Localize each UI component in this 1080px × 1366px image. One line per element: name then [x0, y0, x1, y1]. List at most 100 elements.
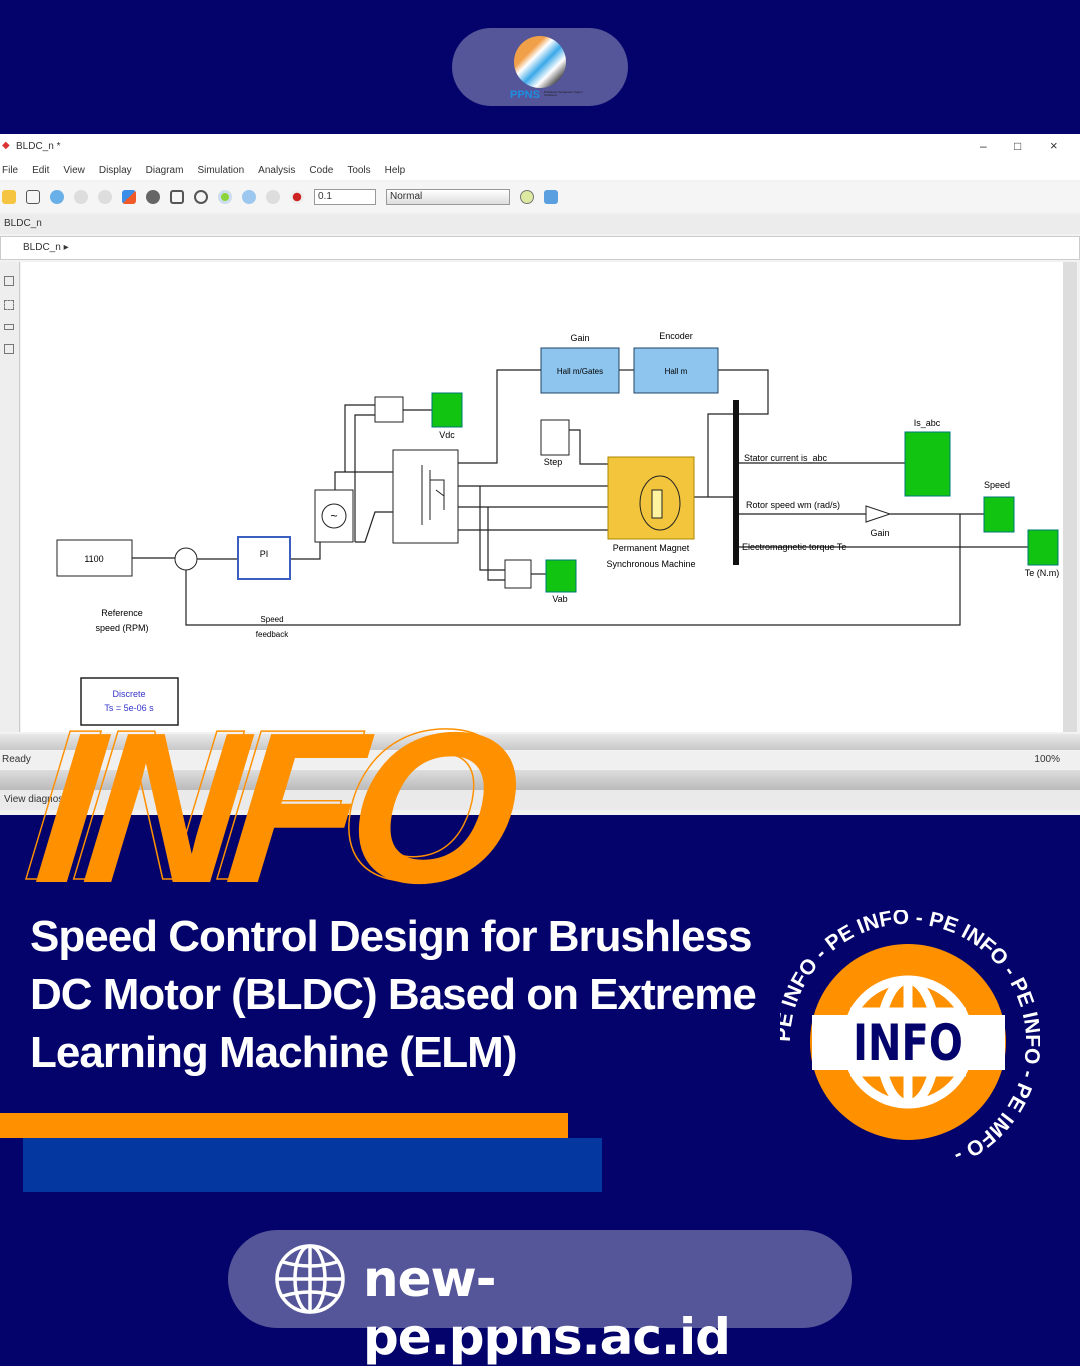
zoom-icon[interactable]	[4, 276, 14, 286]
build-icon[interactable]	[544, 190, 558, 204]
model-advisor-icon[interactable]	[520, 190, 534, 204]
encoder-block[interactable]: Hall m	[633, 347, 719, 394]
menu-tools[interactable]: Tools	[347, 164, 371, 176]
motor-label-2: Synchronous Machine	[606, 559, 695, 569]
menu-edit[interactable]: Edit	[32, 164, 50, 176]
signal-lines	[132, 369, 1028, 626]
feedback-label-2: feedback	[256, 630, 289, 639]
window-title: BLDC_n *	[16, 141, 61, 152]
website-url[interactable]: new-pe.ppns.ac.id	[363, 1250, 731, 1366]
scope-vab[interactable]	[545, 559, 577, 593]
horizontal-scrollbar[interactable]	[0, 734, 1080, 750]
menu-display[interactable]: Display	[98, 164, 132, 176]
gain-hall-ports: Hall m/Gates	[557, 367, 603, 376]
title-line-2: DC Motor (BLDC) Based on Extreme	[30, 970, 757, 1019]
title-line-3: Learning Machine (ELM)	[30, 1028, 517, 1077]
logo-text: PPNS	[510, 89, 540, 101]
maximize-button[interactable]: □	[1014, 139, 1022, 153]
step-block[interactable]	[540, 419, 570, 456]
library-browser-icon[interactable]	[122, 190, 136, 204]
logo-pill: PPNS Politeknik Perkapalan Negeri Suraba…	[452, 28, 628, 106]
menu-help[interactable]: Help	[384, 164, 406, 176]
scope-is-abc-label: Is_abc	[914, 418, 941, 428]
encoder-ports: Hall m	[665, 367, 688, 376]
step-label: Step	[544, 457, 563, 467]
globe-icon	[275, 1244, 345, 1314]
constant-value: 1100	[84, 554, 103, 564]
website-link[interactable]: new-pe.ppns.ac.id	[228, 1230, 852, 1366]
up-icon[interactable]	[98, 190, 112, 204]
badge-center-text: INFO	[853, 1014, 963, 1073]
constant-block[interactable]: 1100	[56, 539, 133, 577]
close-button[interactable]: ×	[1050, 138, 1058, 153]
fit-view-icon[interactable]	[4, 300, 14, 310]
menu-file[interactable]: File	[2, 164, 19, 176]
gain-hall-block[interactable]: Hall m/Gates	[540, 347, 620, 394]
bus-selector[interactable]	[733, 400, 739, 565]
scope-speed[interactable]	[983, 496, 1015, 533]
pi-label: PI	[260, 549, 269, 559]
orange-accent-bar	[0, 1113, 568, 1138]
new-model-icon[interactable]	[2, 190, 16, 204]
menu-simulation[interactable]: Simulation	[197, 164, 245, 176]
minimize-button[interactable]: –	[980, 139, 987, 153]
step-back-icon[interactable]	[194, 190, 208, 204]
title-line-1: Speed Control Design for Brushless	[30, 912, 752, 961]
back-icon[interactable]	[50, 190, 64, 204]
voltage-measure-vab[interactable]	[504, 559, 532, 589]
model-canvas[interactable]: 1100 PI ~ Vdc Hall m/Gates Gain Hall m E…	[21, 262, 1063, 732]
title-bar: ◆ BLDC_n * – □ ×	[0, 134, 1080, 160]
menu-code[interactable]: Code	[309, 164, 334, 176]
motor-label-1: Permanent Magnet	[613, 543, 690, 553]
logo-subtitle: Politeknik Perkapalan Negeri Surabaya	[544, 90, 583, 97]
menu-analysis[interactable]: Analysis	[258, 164, 296, 176]
menu-view[interactable]: View	[63, 164, 85, 176]
diagnostics-link[interactable]: View diagnostics	[4, 794, 79, 805]
annotation-icon[interactable]	[4, 324, 14, 330]
model-tab[interactable]: BLDC_n	[0, 214, 1080, 234]
pwm-generator-block[interactable]: ~	[314, 489, 354, 543]
scope-speed-label: Speed	[984, 480, 1010, 490]
voltage-measure-block[interactable]	[374, 396, 404, 423]
step-forward-icon[interactable]	[242, 190, 256, 204]
ppns-logo-globe-icon	[514, 36, 566, 88]
menu-bar: File Edit View Display Diagram Simulatio…	[0, 160, 1080, 180]
pe-info-badge: PE INFO - PE INFO - PE INFO - PE INFO - …	[780, 910, 1040, 1168]
scope-vdc-label: Vdc	[439, 430, 455, 440]
block-diagram: 1100 PI ~ Vdc Hall m/Gates Gain Hall m E…	[56, 331, 1060, 726]
blue-accent-bar	[23, 1138, 602, 1192]
stop-time-input[interactable]: 0.1	[314, 189, 376, 205]
scope-vdc[interactable]	[431, 392, 463, 428]
simulink-window: ◆ BLDC_n * – □ × File Edit View Display …	[0, 134, 1080, 815]
image-icon[interactable]	[4, 344, 14, 354]
run-icon[interactable]	[218, 190, 232, 204]
menu-diagram[interactable]: Diagram	[145, 164, 184, 176]
scope-torque-label: Te (N.m)	[1025, 568, 1060, 578]
mosfet-icon	[421, 465, 445, 525]
save-icon[interactable]	[26, 190, 40, 204]
stop-icon[interactable]	[266, 190, 280, 204]
sine-wave-icon: ~	[330, 509, 337, 523]
inverter-block[interactable]	[392, 449, 459, 544]
model-config-icon[interactable]	[146, 190, 160, 204]
taskbar-strip	[0, 770, 1080, 790]
powergui-line-1: Discrete	[112, 689, 145, 699]
model-explorer-icon[interactable]	[170, 190, 184, 204]
pmsm-motor-block[interactable]	[607, 456, 695, 540]
record-icon[interactable]	[290, 190, 304, 204]
vertical-scrollbar[interactable]	[1063, 262, 1077, 732]
breadcrumb[interactable]: BLDC_n ▸	[0, 236, 1080, 260]
bottom-status: View diagnostics	[0, 790, 1080, 810]
scope-torque[interactable]	[1027, 529, 1059, 566]
gain-triangle-block[interactable]	[865, 505, 892, 523]
pi-controller-block[interactable]: PI	[237, 536, 291, 580]
simulation-mode-select[interactable]: Normal	[386, 189, 510, 205]
gain-block-label: Gain	[570, 333, 589, 343]
gain2-label: Gain	[870, 528, 889, 538]
tool-palette	[0, 262, 20, 732]
scope-is-abc[interactable]	[904, 431, 951, 497]
scope-vab-label: Vab	[552, 594, 567, 604]
forward-icon[interactable]	[74, 190, 88, 204]
sum-block[interactable]	[174, 547, 198, 571]
